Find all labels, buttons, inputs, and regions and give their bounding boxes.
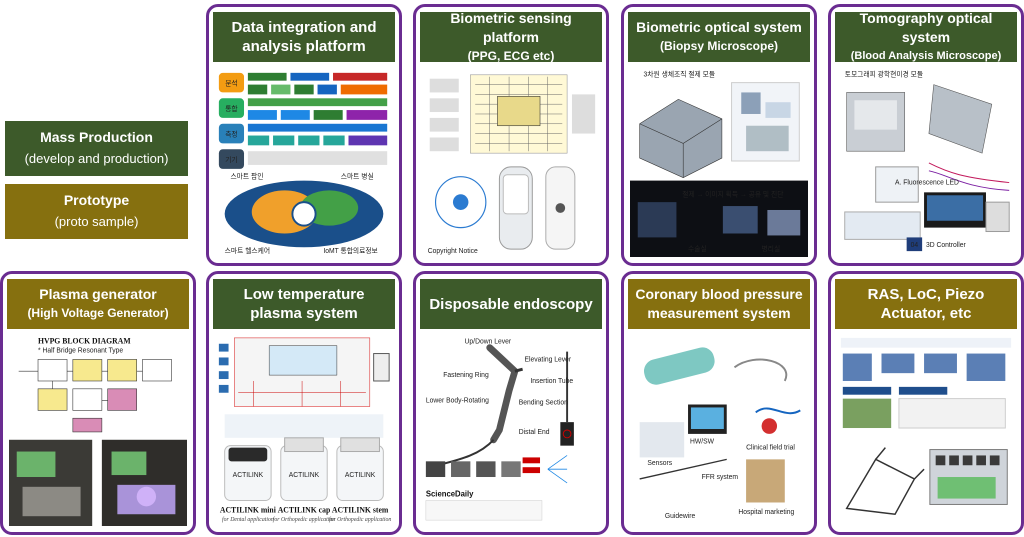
card-title-sub: (PPG, ECG etc) — [467, 48, 555, 63]
card-title-text: Biometric sensing platform — [450, 9, 572, 45]
legend-proto-title: Prototype — [63, 192, 130, 208]
label-copyright: Copyright Notice — [428, 248, 478, 255]
legend-mass-subtitle: (develop and production) — [24, 151, 169, 166]
actilink-cap-label: ACTILINK cap — [278, 505, 331, 514]
label-half-bridge: * Half Bridge Resonant Type — [38, 348, 123, 355]
label-guidewire: Guidewire — [665, 513, 696, 520]
label-distal-end: Distal End — [519, 429, 550, 436]
card-title-text: Disposable endoscopy — [429, 295, 593, 313]
actilink-image: ACTILINK ACTILINK ACTILINK ACTILINK mini… — [215, 332, 393, 526]
label-analysis: 분석 — [225, 79, 237, 88]
label-hospital-marketing: Hospital marketing — [738, 509, 794, 516]
actilink-stem-use: for Orthopedic application — [329, 516, 391, 523]
card-title-text: Plasma generator — [39, 286, 157, 302]
label-tomo-module: 토모그래피 광학현미경 모듈 — [845, 70, 923, 79]
card-title: Data integration and analysis platform — [213, 12, 395, 62]
card-title: Tomography optical system (Blood Analysi… — [835, 9, 1017, 62]
card-title-sub: (Biopsy Microscope) — [659, 39, 779, 53]
label-ffr-system: FFR system — [702, 474, 739, 481]
plasma-generator-image: HVPG BLOCK DIAGRAM * Half Bridge Resonan… — [9, 332, 187, 526]
optical-system-image: 3차원 생체조직 절제 모듈 절제 → 이미지 획득 → 공유 및 진단 수술실… — [630, 65, 808, 257]
label-iomt: IoMT 통합의료정보 — [323, 246, 377, 255]
actilink-mini-use: for Dental application — [222, 516, 274, 523]
label-surgery: 수술실 — [688, 244, 707, 253]
label-hvpg: HVPG BLOCK DIAGRAM — [38, 337, 131, 346]
card-title-text: Low temperature plasma system — [243, 286, 365, 322]
label-workflow: 절제 → 이미지 획득 → 공유 및 진단 — [682, 189, 784, 198]
card-title: Coronary blood pressure measurement syst… — [628, 279, 810, 329]
endoscope-image: Up/Down Lever Elevating Lever Fastening … — [422, 332, 600, 526]
card-title: Disposable endoscopy — [420, 279, 602, 329]
sensing-circuit-image: Copyright Notice — [422, 65, 600, 257]
platform-diagram: 분석 통합 측정 기기 스마트 팜인 스마트 병실 스마트 헬스케어 IoMT — [215, 65, 393, 257]
card-data-integration: Data integration and analysis platform 분… — [206, 4, 402, 266]
card-plasma-generator: Plasma generator (High Voltage Generator… — [0, 271, 196, 535]
label-smart-care: 스마트 헬스케어 — [225, 246, 270, 255]
label-device: 기기 — [225, 155, 237, 164]
card-ras-loc-piezo: RAS, LoC, Piezo Actuator, etc — [828, 271, 1024, 535]
legend-mass-production: Mass Production (develop and production) — [5, 121, 188, 176]
label-hw-sw: HW/SW — [690, 439, 715, 446]
actilink-device-mini: ACTILINK — [233, 472, 264, 479]
label-bending-section: Bending Section — [519, 399, 568, 406]
label-integration: 통합 — [225, 104, 237, 113]
label-pathology: 병리실 — [762, 244, 781, 253]
card-title-text: Data integration and analysis platform — [231, 19, 377, 55]
actilink-device-cap: ACTILINK — [289, 472, 320, 479]
card-title: Low temperature plasma system — [213, 279, 395, 329]
card-biometric-optical: Biometric optical system (Biopsy Microsc… — [621, 4, 817, 266]
card-title: RAS, LoC, Piezo Actuator, etc — [835, 279, 1017, 329]
label-lower-body: Lower Body-Rotating — [426, 398, 489, 405]
card-title: Plasma generator (High Voltage Generator… — [7, 279, 189, 329]
label-smart-ward: 스마트 병실 — [341, 172, 374, 181]
tomography-image: 토모그래피 광학현미경 모듈 A. Fluorescence LED 04 3D… — [837, 65, 1015, 257]
label-fastening-ring: Fastening Ring — [443, 372, 489, 379]
label-fluor-led: A. Fluorescence LED — [895, 179, 959, 186]
label-clinical-trial: Clinical field trial — [746, 445, 795, 452]
card-title: Biometric sensing platform (PPG, ECG etc… — [420, 9, 602, 63]
actilink-device-stem: ACTILINK — [345, 472, 376, 479]
actilink-mini-label: ACTILINK mini — [220, 505, 277, 514]
card-title-text: Biometric optical system — [636, 19, 802, 35]
label-insertion-tube: Insertion Tube — [530, 378, 573, 385]
card-title-sub: (High Voltage Generator) — [27, 306, 169, 320]
card-title-text: Coronary blood pressure measurement syst… — [635, 286, 803, 321]
label-elevating-lever: Elevating Lever — [525, 356, 572, 363]
label-measure: 측정 — [225, 129, 237, 138]
actilink-stem-label: ACTILINK stem — [332, 505, 389, 514]
card-title-text: Tomography optical system — [859, 9, 993, 45]
legend-mass-title: Mass Production — [40, 129, 153, 145]
card-coronary-bp: Coronary blood pressure measurement syst… — [621, 271, 817, 535]
label-3d-controller: 3D Controller — [926, 242, 967, 249]
card-tomography-optical: Tomography optical system (Blood Analysi… — [828, 4, 1024, 266]
coronary-system-image: Sensors HW/SW Clinical field trial FFR s… — [630, 332, 808, 526]
card-title-text: RAS, LoC, Piezo Actuator, etc — [867, 286, 985, 322]
ras-loc-image — [837, 332, 1015, 526]
card-title: Biometric optical system (Biopsy Microsc… — [628, 12, 810, 62]
label-up-down-lever: Up/Down Lever — [465, 339, 512, 346]
card-biometric-sensing: Biometric sensing platform (PPG, ECG etc… — [413, 4, 609, 266]
label-3d-module: 3차원 생체조직 절제 모듈 — [644, 70, 716, 79]
label-step-04: 04 — [911, 242, 919, 249]
label-sensors: Sensors — [647, 460, 672, 467]
legend-prototype: Prototype (proto sample) — [5, 184, 188, 239]
card-low-temp-plasma: Low temperature plasma system ACTILINK A… — [206, 271, 402, 535]
legend-proto-subtitle: (proto sample) — [54, 214, 139, 229]
actilink-cap-use: for Orthopedic application — [273, 516, 335, 523]
label-smart-farm: 스마트 팜인 — [230, 172, 263, 181]
card-title-sub: (Blood Analysis Microscope) — [850, 49, 1002, 62]
label-sciencedaily: ScienceDaily — [426, 490, 474, 499]
card-disposable-endoscopy: Disposable endoscopy Up/Down Lever Eleva… — [413, 271, 609, 535]
